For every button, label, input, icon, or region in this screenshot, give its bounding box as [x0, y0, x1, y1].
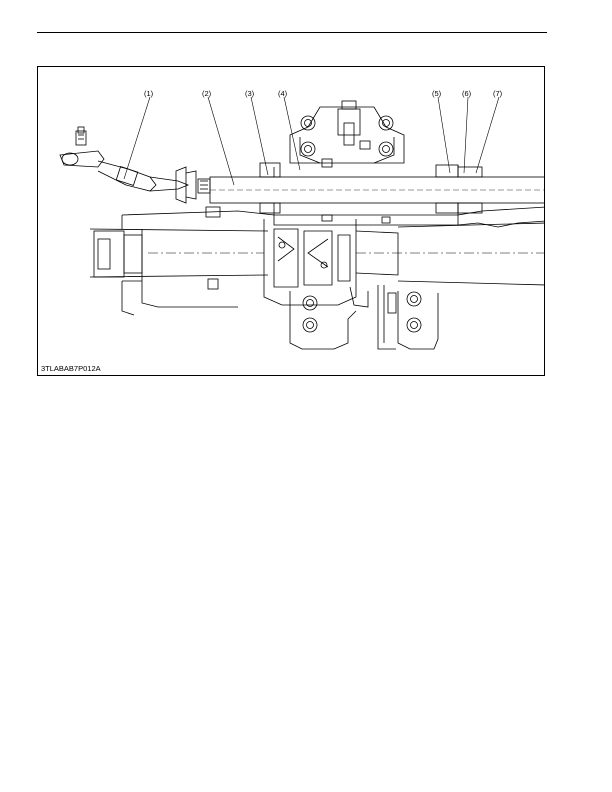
- figure-frame: (1) (2) (3) (4) (5) (6) (7) 3TLABAB7P012…: [37, 66, 545, 376]
- callout-1: (1): [144, 89, 154, 98]
- callout-2: (2): [202, 89, 212, 98]
- ball-joint-boot: [175, 166, 211, 204]
- figure-code: 3TLABAB7P012A: [41, 364, 101, 373]
- axle-housing: [89, 206, 544, 316]
- lower-brackets: [289, 285, 439, 350]
- steering-axle-drawing: [59, 96, 544, 350]
- callout-7: (7): [493, 89, 503, 98]
- tie-rod: [209, 176, 544, 204]
- tie-rod-end: [59, 126, 190, 192]
- callout-3: (3): [245, 89, 255, 98]
- callout-5: (5): [432, 89, 442, 98]
- leader-lines: [123, 96, 500, 186]
- callout-6: (6): [462, 89, 472, 98]
- callout-4: (4): [278, 89, 288, 98]
- header-rule: [37, 32, 547, 33]
- cylinder-housing: [259, 100, 483, 216]
